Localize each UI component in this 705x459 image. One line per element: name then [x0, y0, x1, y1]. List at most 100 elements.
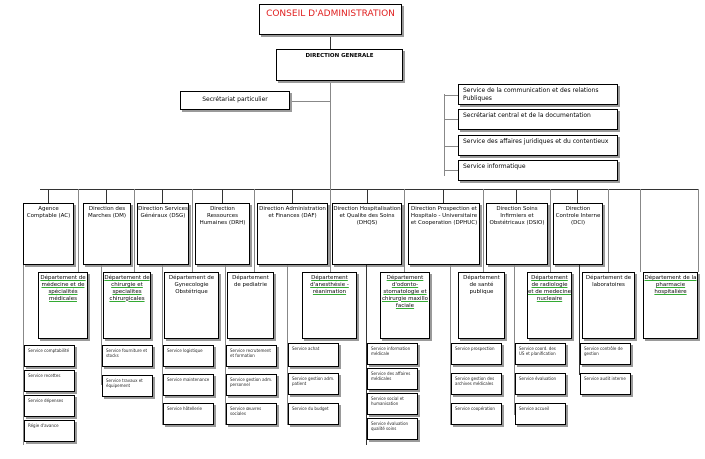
service-box: Régie d'avance: [24, 420, 75, 442]
service-box: Service maintenance: [163, 374, 214, 396]
connector: [366, 265, 367, 445]
service-box: Service travaux et équipement: [102, 375, 153, 397]
departement-box: Département de santé publique: [458, 272, 505, 339]
service-label: Service achat: [292, 346, 320, 351]
service-label: Service évaluation qualité soins: [371, 421, 409, 432]
departement-label: Département de pediatrie: [232, 275, 269, 288]
departement-box: Département de laboratoires: [582, 272, 635, 339]
service-label: Service hôtellerie: [167, 406, 202, 411]
departement-label: Département d'anesthésie - réanimation: [310, 275, 349, 295]
direction-box-dphuc: Direction Prospection et Hospitalo - Uni…: [408, 203, 480, 265]
service-communication-box: Service de la communication et des relat…: [458, 84, 618, 105]
connector: [78, 189, 79, 272]
rattache-label: Service informatique: [463, 163, 526, 170]
connector: [162, 189, 163, 203]
service-box: Service évaluation: [515, 373, 566, 395]
direction-box-ac: Agence Comptable (AC): [23, 203, 74, 265]
departement-label: Département de médecine et de spécialité…: [40, 275, 86, 302]
service-box: Service recrutement et formation: [226, 345, 277, 367]
departement-box: Département de la pharmacie hospitalière: [643, 272, 698, 339]
service-box: Service dépenses: [24, 395, 75, 417]
connector: [550, 189, 551, 272]
connector: [443, 189, 444, 203]
service-box: Service évaluation qualité soins: [367, 418, 418, 440]
direction-box-dsg: Direction Services Généraux (DSG): [137, 203, 189, 265]
departement-label: Département d'odonto-stomatologie et chi…: [381, 275, 429, 309]
service-label: Service recettes: [28, 373, 61, 378]
service-label: Service évaluation: [519, 376, 557, 381]
service-box: Service achat: [288, 343, 339, 367]
secretariat-label: Secrétariat particulier: [202, 96, 268, 103]
connector: [192, 189, 193, 272]
departement-label: Département de chirurgie et specialites …: [104, 275, 150, 302]
departement-box: Département de Gynecologie Obstétrique: [164, 272, 219, 339]
connector: [367, 189, 368, 203]
departement-box: Département de chirurgie et specialites …: [103, 272, 151, 339]
service-box: Service prospection: [451, 343, 502, 365]
connector: [101, 265, 102, 385]
connector: [444, 170, 458, 171]
service-label: Service coord. des US et planification: [519, 346, 556, 357]
direction-label: Direction Prospection et Hospitalo - Uni…: [410, 206, 478, 226]
secretariat-central-box: Secrétariat central et de la documentati…: [458, 109, 618, 130]
connector: [698, 189, 699, 272]
service-label: Service contrôle de gestion: [584, 346, 623, 357]
connector: [514, 265, 515, 415]
connector: [290, 101, 330, 102]
direction-label: Direction Soins Infirmiers et Obstétrica…: [489, 206, 545, 226]
service-box: Service audit interne: [580, 373, 631, 395]
service-box: Service du budget: [288, 403, 339, 425]
connector: [640, 189, 641, 272]
connector: [577, 189, 578, 203]
rattache-label: Service de la communication et des relat…: [463, 87, 599, 102]
connector: [330, 189, 331, 272]
direction-box-dci: Direction Controle Interne (DCI): [553, 203, 603, 265]
direction-label: Direction des Marches (DM): [87, 206, 127, 219]
departement-label: Département de laboratoires: [585, 275, 632, 288]
connector: [444, 94, 445, 176]
direction-box-daf: Direction Administration et Finances (DA…: [257, 203, 328, 265]
service-label: Service recrutement et formation: [230, 348, 271, 359]
connector: [444, 119, 458, 120]
connector: [444, 95, 458, 96]
departement-label: Département de santé publique: [463, 275, 500, 295]
connector: [579, 265, 580, 375]
connector: [330, 35, 331, 49]
service-box: Service fourniture et stocks: [102, 345, 153, 367]
service-label: Service social et humanisation: [371, 396, 404, 407]
service-label: Service du budget: [292, 406, 329, 411]
service-label: Service travaux et équipement: [106, 378, 143, 389]
service-box: Service logistique: [163, 345, 214, 367]
conseil-label: CONSEIL D'ADMINISTRATION: [266, 9, 395, 19]
service-label: Service dépenses: [28, 398, 64, 403]
direction-box-dm: Direction des Marches (DM): [83, 203, 131, 265]
direction-box-drh: Direction Ressources Humaines (DRH): [195, 203, 250, 265]
service-box: Service gestion adm. patient: [288, 373, 339, 395]
connector: [444, 146, 458, 147]
connector: [254, 189, 255, 272]
direction-label: Direction Administration et Finances (DA…: [259, 206, 326, 219]
service-label: Service coopération: [455, 406, 495, 411]
service-informatique-box: Service informatique: [458, 160, 618, 181]
service-label: Service accueil: [519, 406, 550, 411]
rattache-label: Service des affaires juridiques et du co…: [463, 138, 609, 145]
departement-label: Département de radiologie et de medecine…: [528, 275, 571, 302]
service-box: Service recettes: [24, 370, 75, 392]
secretariat-particulier-box: Secrétariat particulier: [180, 91, 290, 110]
service-box: Service hôtellerie: [163, 403, 214, 425]
direction-label: Direction Controle Interne (DCI): [555, 206, 601, 226]
direction-box-dsio: Direction Soins Infirmiers et Obstétrica…: [486, 203, 548, 265]
service-label: Service gestion adm. personnel: [230, 377, 273, 388]
connector: [483, 189, 484, 272]
connector: [134, 189, 135, 272]
service-box: Service accueil: [515, 403, 566, 425]
connector: [287, 265, 288, 425]
service-label: Service comptabilité: [28, 348, 70, 353]
departement-box: Département de pediatrie: [227, 272, 274, 339]
direction-box-dhqs: Direction Hospitalisation et Qualite des…: [332, 203, 402, 265]
connector: [516, 189, 517, 203]
service-box: Service des affaires médicales: [367, 368, 418, 390]
service-box: Service contrôle de gestion: [580, 343, 631, 365]
connector: [404, 189, 405, 272]
rattache-label: Secrétariat central et de la documentati…: [463, 112, 591, 119]
